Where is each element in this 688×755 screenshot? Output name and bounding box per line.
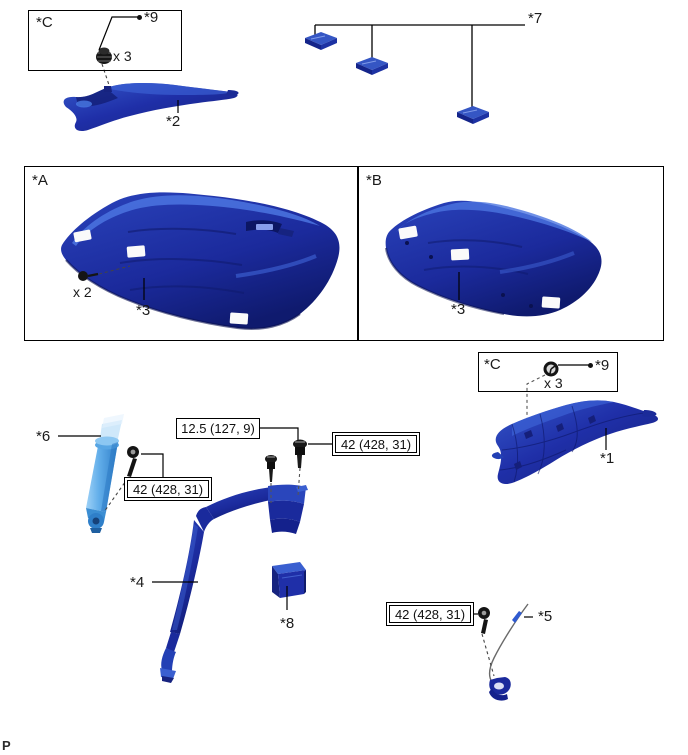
callout-4: *4 <box>130 574 145 591</box>
bolt-42-art <box>293 439 307 468</box>
panel-label-b: *B <box>366 172 382 189</box>
clip-fastener-art-right <box>543 361 559 377</box>
panel-a <box>24 166 358 341</box>
panel-b <box>358 166 664 341</box>
panel-label-c-right: *C <box>484 356 501 373</box>
panel-c-top <box>28 10 182 71</box>
clip-art-3 <box>457 106 489 124</box>
quantity-a: x 2 <box>73 284 92 300</box>
install-dash-anchor <box>481 633 495 677</box>
seat-belt-art <box>86 414 124 533</box>
leader-torque-belt <box>141 453 164 477</box>
quantity-c-top: x 3 <box>113 48 132 64</box>
leader-9-top <box>98 16 141 51</box>
belt-anchor-bolt-art <box>127 446 139 477</box>
install-dash-bolt-42 <box>297 467 301 497</box>
clip-fastener-art-a <box>78 271 99 281</box>
clip-art-1 <box>305 32 337 50</box>
torque-spec-lower-anchor: 42 (428, 31) <box>386 602 474 626</box>
page-corner-mark: P <box>2 738 11 753</box>
clip-fastener-art-top <box>96 47 112 64</box>
install-dash-a <box>98 265 131 275</box>
panel-c-right <box>478 352 618 392</box>
panel-label-c-top: *C <box>36 14 53 31</box>
torque-spec-upper-bolt: 12.5 (127, 9) <box>176 418 260 439</box>
clip-art-2 <box>356 57 388 75</box>
roof-side-garnish-top-art <box>63 83 239 132</box>
bolt-12-5-art <box>265 455 277 482</box>
torque-spec-belt-anchor: 42 (428, 31) <box>124 477 212 501</box>
quantity-c-right: x 3 <box>544 375 563 391</box>
callout-dot-9-right <box>588 363 593 368</box>
callout-1: *1 <box>600 450 615 467</box>
callout-3-a: *3 <box>136 302 151 319</box>
callout-7: *7 <box>528 10 543 27</box>
roof-headliner-b-art <box>384 200 602 317</box>
torque-spec-pillar-bolt-value: 42 (428, 31) <box>335 435 417 453</box>
callout-8: *8 <box>280 615 295 632</box>
callout-6: *6 <box>36 428 51 445</box>
torque-spec-lower-anchor-value: 42 (428, 31) <box>389 605 471 623</box>
panel-label-a: *A <box>32 172 48 189</box>
callout-3-b: *3 <box>451 301 466 318</box>
clip-group-leader <box>314 24 525 113</box>
torque-spec-belt-anchor-value: 42 (428, 31) <box>127 480 209 498</box>
torque-spec-pillar-bolt: 42 (428, 31) <box>332 432 420 456</box>
callout-5: *5 <box>538 608 553 625</box>
install-dash-top <box>101 63 111 89</box>
pillar-garnish-art <box>160 484 308 683</box>
callout-dot-9-top <box>137 15 142 20</box>
belt-anchor-art <box>488 603 529 701</box>
callout-9-top: *9 <box>144 9 159 26</box>
callout-9-right: *9 <box>595 357 610 374</box>
roof-side-garnish-right-art <box>491 400 658 484</box>
pocket-cover-art <box>272 562 306 598</box>
leader-torque-125 <box>260 427 299 456</box>
anchor-bolt-art <box>478 607 490 634</box>
roof-headliner-a-art <box>61 192 340 330</box>
callout-2: *2 <box>166 113 181 130</box>
